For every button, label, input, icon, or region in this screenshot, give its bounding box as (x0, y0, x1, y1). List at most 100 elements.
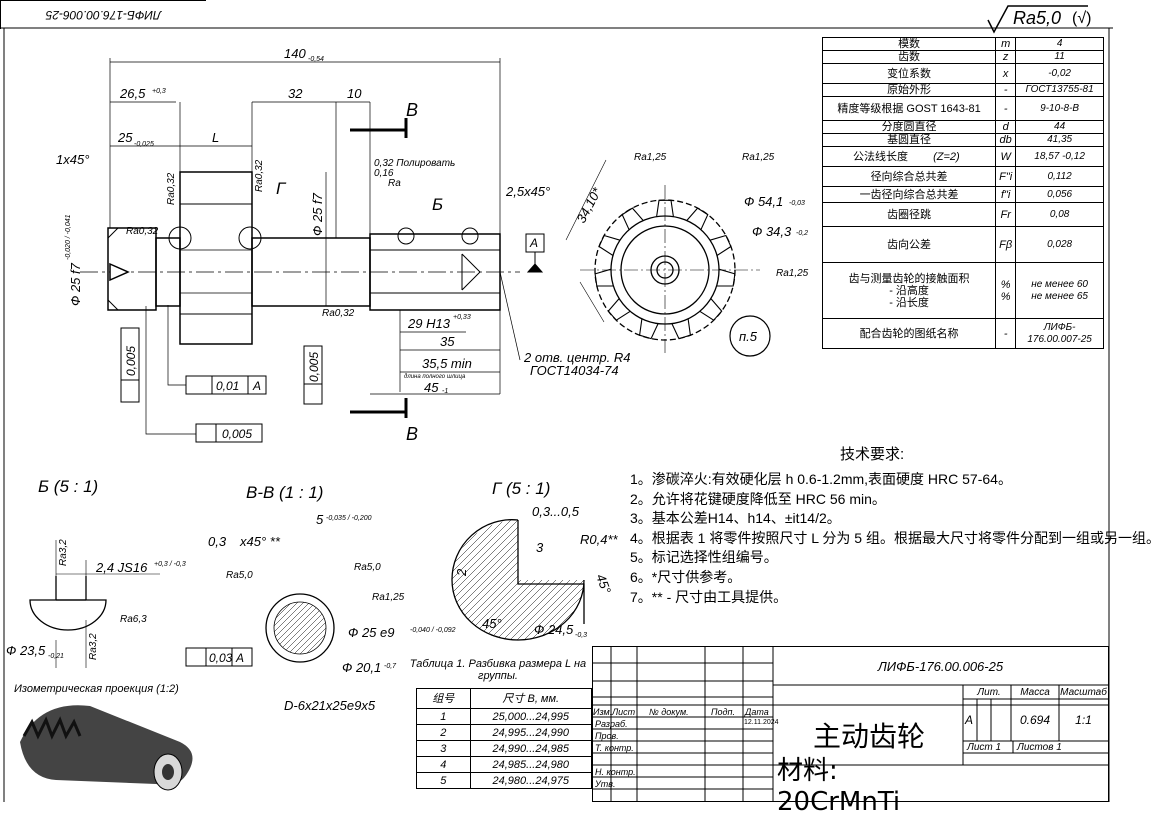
gear-param-name: 齿与测量齿轮的接触面积 - 沿高度 - 沿长度 (821, 262, 997, 319)
dim-26-5-tol: +0,3 (152, 88, 166, 95)
dim-chamfer-03: 0,3 (208, 534, 227, 549)
part-name: 主动齿轮 (812, 720, 925, 753)
dim-32: 32 (288, 86, 303, 101)
tb-role: Пров. (595, 731, 619, 741)
gear-param-symbol: W (995, 146, 1017, 167)
hatch-line (291, 602, 326, 654)
group-number: 5 (416, 772, 471, 789)
dim-3: 3 (536, 540, 544, 555)
centers-std: ГОСТ14034-74 (530, 363, 619, 378)
roughness-symbol: Ra5,0 (√) (987, 5, 1091, 34)
hatch-line (484, 520, 584, 640)
drawing-sheet: Ra5,0 (√) (0, 5, 1113, 802)
gear-param-name-text: 公法线长度 (853, 150, 908, 163)
gear-param-value: 0,028 (1015, 226, 1104, 263)
hatch-line (274, 602, 301, 654)
dim-140-tol: -0,54 (308, 56, 324, 63)
tb-header-izm: Изм. (593, 707, 613, 717)
dim-d20: Ф 20,1 (342, 660, 381, 675)
tech-req-item: 5。标记选择性组编号。 (630, 549, 778, 566)
hatch-line (540, 520, 584, 640)
gear-param-name: 一齿径向综合总共差 (821, 186, 997, 203)
title-block-grid (593, 647, 1108, 801)
angle-45-b: 45° (482, 616, 502, 631)
dim-29: 29 H13 (407, 316, 451, 331)
dim-24-tol: +0,3 / -0,3 (154, 561, 186, 568)
gear-param-name: 基圆直径 (821, 133, 997, 147)
gear-param-name: 径向综合总共差 (821, 166, 997, 187)
gear-param-value: 44 (1015, 120, 1104, 134)
runout-ref: А (252, 379, 261, 393)
gear-param-name: 齿数 (821, 50, 997, 64)
dim-24-js16: 2,4 JS16 (95, 560, 148, 575)
gear-param-symbol: - (995, 318, 1017, 349)
gear-param-value: ЛИФБ- 176.00.007-25 (1015, 318, 1104, 349)
detail-g-texts: Г (5 : 1) 0,3...0,5 3 2 R0,4** 45° 45° Ф… (454, 479, 619, 639)
tb-date: 12.11.2024 (744, 719, 779, 726)
dim-03-05: 0,3...0,5 (532, 504, 580, 519)
runout-2: 0,005 (307, 352, 321, 382)
dim-10: 10 (347, 86, 362, 101)
gear-param-value: 41,35 (1015, 133, 1104, 147)
ra032-b: Ra0,32 (166, 172, 177, 205)
polish-ra: Ra (388, 178, 401, 189)
iso-title: Изометрическая проекция (1:2) (14, 683, 179, 695)
title-block: ЛИФБ-176.00.006-25 Изм. Лист № докум. По… (592, 646, 1109, 817)
cut-v-top: В (406, 100, 418, 120)
hatch-line (303, 602, 326, 654)
hatch-line (279, 602, 326, 654)
dim-5: 5 (316, 512, 324, 527)
dim-140: 140 (284, 46, 306, 61)
runout-1: 0,005 (124, 346, 138, 376)
gear-param-symbol: F"i (995, 166, 1017, 187)
hatch-line (452, 520, 493, 640)
gear-ra125-a: Ra1,25 (634, 152, 667, 163)
isometric-view: Изометрическая проекция (1:2) (14, 683, 193, 791)
hatch-line (505, 520, 584, 640)
dim-d34-tol: -0,2 (796, 230, 808, 237)
gear-param-symbol: - (995, 83, 1017, 97)
dia-25f7-right: Ф 25 f7 (310, 192, 325, 236)
dim-25e9: Ф 25 e9 (348, 625, 394, 640)
ra50-a: Ra5,0 (226, 570, 253, 581)
hatch-line (452, 520, 528, 640)
ra50-b: Ra5,0 (354, 562, 381, 573)
hatch-line (452, 520, 514, 640)
roughness-check: (√) (1072, 10, 1091, 27)
tech-requirements: 1。渗碳淬火:有效硬化层 h 0.6-1.2mm,表面硬度 HRC 57-64。… (630, 470, 1160, 607)
mass-value: 0.694 (1019, 713, 1051, 727)
shaft-dimension-texts: 140 -0,54 26,5 +0,3 32 10 25 -0,025 L 1x… (56, 46, 630, 444)
gear-param-row: 精度等级根据 GOST 1643-81-9-10-8-B (821, 96, 1104, 121)
gear-param-value: -0,02 (1015, 63, 1104, 84)
gear-param-name: 配合齿轮的图纸名称 (821, 318, 997, 349)
polish-note: 0,32 Полировать (374, 158, 455, 169)
tech-req-item: 3。基本公差H14、h14、±it14/2。 (630, 510, 841, 527)
lit-value: А (965, 713, 974, 727)
title-detail-g: Г (5 : 1) (492, 479, 550, 498)
group-number: 3 (416, 740, 471, 757)
ra032-a: Ra0,32 (126, 226, 159, 237)
dim-29-tol: +0,33 (453, 314, 471, 321)
dim-chamfer-1x45: 1x45° (56, 152, 89, 167)
gear-param-symbol: f"i (995, 186, 1017, 203)
group-size-range: 25,000...24,995 (469, 708, 593, 725)
centers-note: 2 отв. центр. R4 (523, 350, 630, 365)
spline-designation: D-6x21x25e9x5 (284, 698, 376, 713)
hatch-line (498, 520, 584, 640)
datum-a: А (529, 236, 538, 250)
dim-d24-5: Ф 24,5 (534, 622, 574, 637)
tb-role: Разраб. (595, 719, 628, 729)
tb-role (595, 754, 636, 766)
gear-param-symbol: db (995, 133, 1017, 147)
